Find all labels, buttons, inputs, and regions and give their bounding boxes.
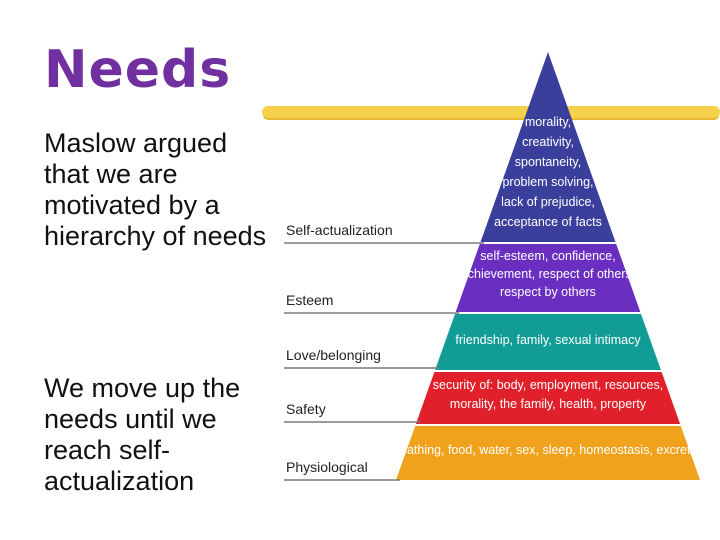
tier-description-line: breathing, food, water, sex, sleep, home…: [389, 443, 707, 457]
slide-title: Needs: [44, 40, 232, 100]
level-label-self-actualization: Self-actualization: [286, 222, 393, 238]
level-label-physiological: Physiological: [286, 459, 368, 475]
maslow-pyramid: morality, creativity, spontaneity, problem …: [284, 52, 707, 481]
tier-description-line: friendship, family, sexual intimacy: [455, 333, 641, 347]
tier-description-line: respect by others: [500, 285, 596, 299]
tier-description-line: morality, the family, health, property: [450, 397, 647, 411]
tier-description-line: achievement, respect of others,: [461, 267, 635, 281]
title-underline: [262, 106, 720, 118]
tier-description-line: problem solving,: [502, 175, 593, 189]
pyramid-tier-safety: [415, 372, 681, 424]
pyramid-tier-esteem: [455, 244, 641, 312]
level-label-love-belonging: Love/belonging: [286, 347, 381, 363]
bullet-move-up: We move up the needs until we reach self…: [44, 373, 241, 496]
level-label-safety: Safety: [286, 401, 326, 417]
tier-description-line: acceptance of facts: [494, 215, 602, 229]
pyramid-tier-love-belonging: [435, 314, 661, 370]
tier-description-line: creativity,: [522, 135, 574, 149]
tier-description-line: morality,: [525, 115, 571, 129]
tier-description-line: security of: body, employment, resources…: [433, 378, 663, 392]
bullet-maslow: Maslow argued that we are motivated by a…: [44, 128, 267, 251]
pyramid-tier-physiological: [396, 426, 700, 480]
tier-description-line: self-esteem, confidence,: [480, 249, 616, 263]
level-label-esteem: Esteem: [286, 292, 333, 308]
tier-description-line: spontaneity,: [515, 155, 581, 169]
tier-description-line: lack of prejudice,: [501, 195, 595, 209]
pyramid-tier-self-actualization: [480, 52, 616, 242]
